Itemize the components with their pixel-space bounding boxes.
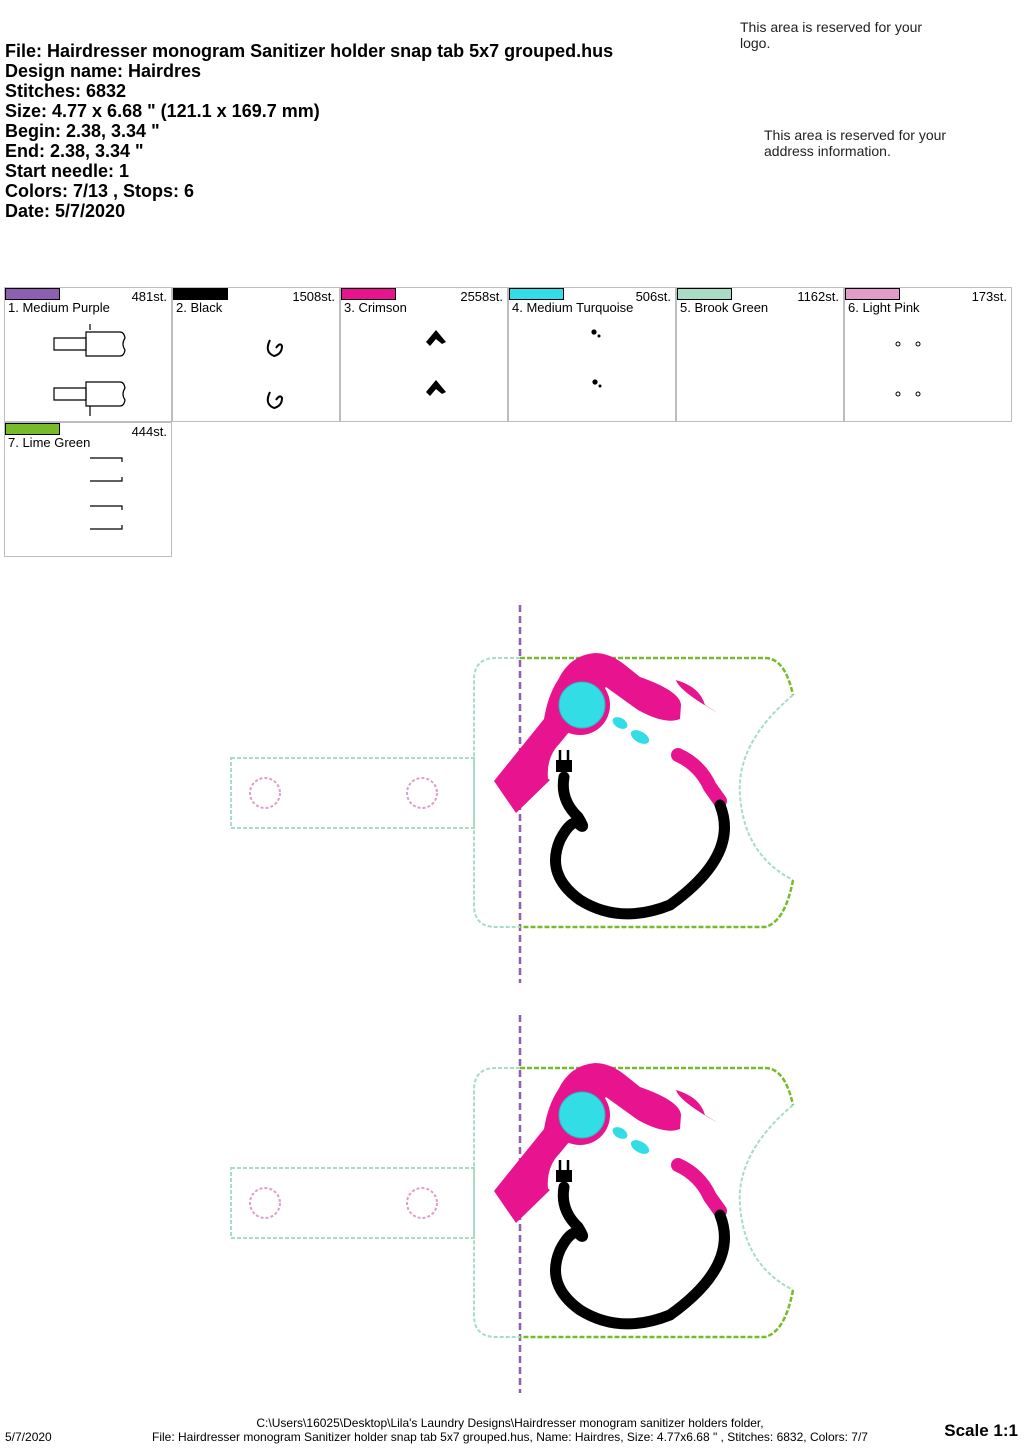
color-preview-thumbnail xyxy=(53,324,126,416)
color-name: 1. Medium Purple xyxy=(8,300,110,315)
holder-copy-top xyxy=(230,605,795,983)
color-preview-thumbnail xyxy=(895,341,921,397)
hair-dryer-vent xyxy=(558,681,606,729)
color-preview-thumbnail xyxy=(266,339,284,410)
holder-edge-top xyxy=(520,1066,795,1106)
color-swatch xyxy=(173,288,228,300)
footer-folder: C:\Users\16025\Desktop\Lila's Laundry De… xyxy=(256,1416,764,1430)
address-placeholder: This area is reserved for your address i… xyxy=(764,127,947,159)
color-cell: 2558st. 3. Crimson xyxy=(340,287,508,422)
color-stitch-count: 481st. xyxy=(131,289,167,304)
holder-notch xyxy=(738,694,794,881)
color-cell: 1162st. 5. Brook Green xyxy=(676,287,844,422)
snap-circle xyxy=(406,777,438,809)
color-preview-thumbnail xyxy=(677,316,845,421)
hair-dryer-body xyxy=(494,653,681,813)
logo-placeholder: This area is reserved for your logo. xyxy=(740,19,923,51)
color-sequence-grid: 481st. 1. Medium Purple 1508st. 2. Black 255… xyxy=(4,287,1013,557)
hair-dryer-handle xyxy=(671,1158,727,1218)
design-size: Size: 4.77 x 6.68 " (121.1 x 169.7 mm) xyxy=(5,101,320,121)
snap-circle xyxy=(249,1187,281,1219)
color-swatch xyxy=(5,288,60,300)
hair-dryer-handle xyxy=(671,748,727,808)
footer-path: C:\Users\16025\Desktop\Lila's Laundry De… xyxy=(120,1416,900,1444)
holder-edge-top xyxy=(520,656,795,696)
holder-outline-left xyxy=(473,1067,520,1338)
hair-dryer-button xyxy=(630,1140,650,1154)
holder-notch xyxy=(738,1104,794,1291)
color-stitch-count: 1162st. xyxy=(797,289,839,304)
footer-details: File: Hairdresser monogram Sanitizer hol… xyxy=(152,1430,868,1444)
color-preview-thumbnail xyxy=(90,457,123,530)
color-name: 7. Lime Green xyxy=(8,435,91,450)
hair-dryer-button xyxy=(630,730,650,744)
hair-dryer-vent xyxy=(558,1091,606,1139)
snap-circle xyxy=(406,1187,438,1219)
snap-tab-outline xyxy=(230,757,475,829)
design-name: Design name: Hairdres xyxy=(5,61,202,81)
color-stitch-count: 1508st. xyxy=(292,289,335,304)
file-name: File: Hairdresser monogram Sanitizer hol… xyxy=(5,41,614,61)
color-swatch xyxy=(509,288,564,300)
hair-dryer-body xyxy=(494,1063,681,1223)
holder-copy-bottom xyxy=(230,1015,795,1393)
stitch-count: Stitches: 6832 xyxy=(5,81,127,101)
color-cell: 506st.4. Medium Turquoise xyxy=(508,287,676,422)
color-cell: 481st. 1. Medium Purple xyxy=(4,287,172,422)
color-stops: Colors: 7/13 , Stops: 6 xyxy=(5,181,195,201)
color-preview-thumbnail xyxy=(426,330,446,396)
color-name: 5. Brook Green xyxy=(680,300,769,315)
color-stitch-count: 506st. xyxy=(635,289,671,304)
begin-point: Begin: 2.38, 3.34 " xyxy=(5,121,160,141)
color-swatch xyxy=(341,288,396,300)
design-info: File: Hairdresser monogram Sanitizer hol… xyxy=(5,41,613,221)
color-name: 6. Light Pink xyxy=(848,300,920,315)
heart-cord xyxy=(550,1181,730,1330)
color-swatch xyxy=(677,288,732,300)
snap-circle xyxy=(249,777,281,809)
holder-outline-left xyxy=(473,657,520,928)
plug xyxy=(556,760,572,772)
heart-cord xyxy=(550,771,730,920)
footer-scale: Scale 1:1 xyxy=(944,1421,1018,1440)
color-cell: 444st. 7. Lime Green xyxy=(4,422,172,557)
color-stitch-count: 2558st. xyxy=(460,289,503,304)
end-point: End: 2.38, 3.34 " xyxy=(5,141,144,161)
plug xyxy=(556,1170,572,1182)
hair-dryer-button xyxy=(612,1127,628,1139)
color-cell: 1508st. 2. Black xyxy=(172,287,340,422)
snap-tab-outline xyxy=(230,1167,475,1239)
start-needle: Start needle: 1 xyxy=(5,161,130,181)
color-preview-thumbnail xyxy=(591,329,602,388)
color-name: 3. Crimson xyxy=(344,300,407,315)
color-swatch xyxy=(5,423,60,435)
color-name: 4. Medium Turquoise xyxy=(512,300,634,315)
color-swatch xyxy=(845,288,900,300)
color-name: 2. Black xyxy=(176,300,223,315)
color-cell: 173st. 6. Light Pink xyxy=(844,287,1012,422)
color-stitch-count: 444st. xyxy=(131,424,167,439)
design-date: Date: 5/7/2020 xyxy=(5,201,126,221)
holder-edge-bottom xyxy=(520,1289,795,1339)
footer-date: 5/7/2020 xyxy=(5,1430,52,1444)
color-stitch-count: 173st. xyxy=(971,289,1007,304)
design-preview xyxy=(230,605,795,1393)
holder-edge-bottom xyxy=(520,879,795,929)
hair-dryer-button xyxy=(612,717,628,729)
